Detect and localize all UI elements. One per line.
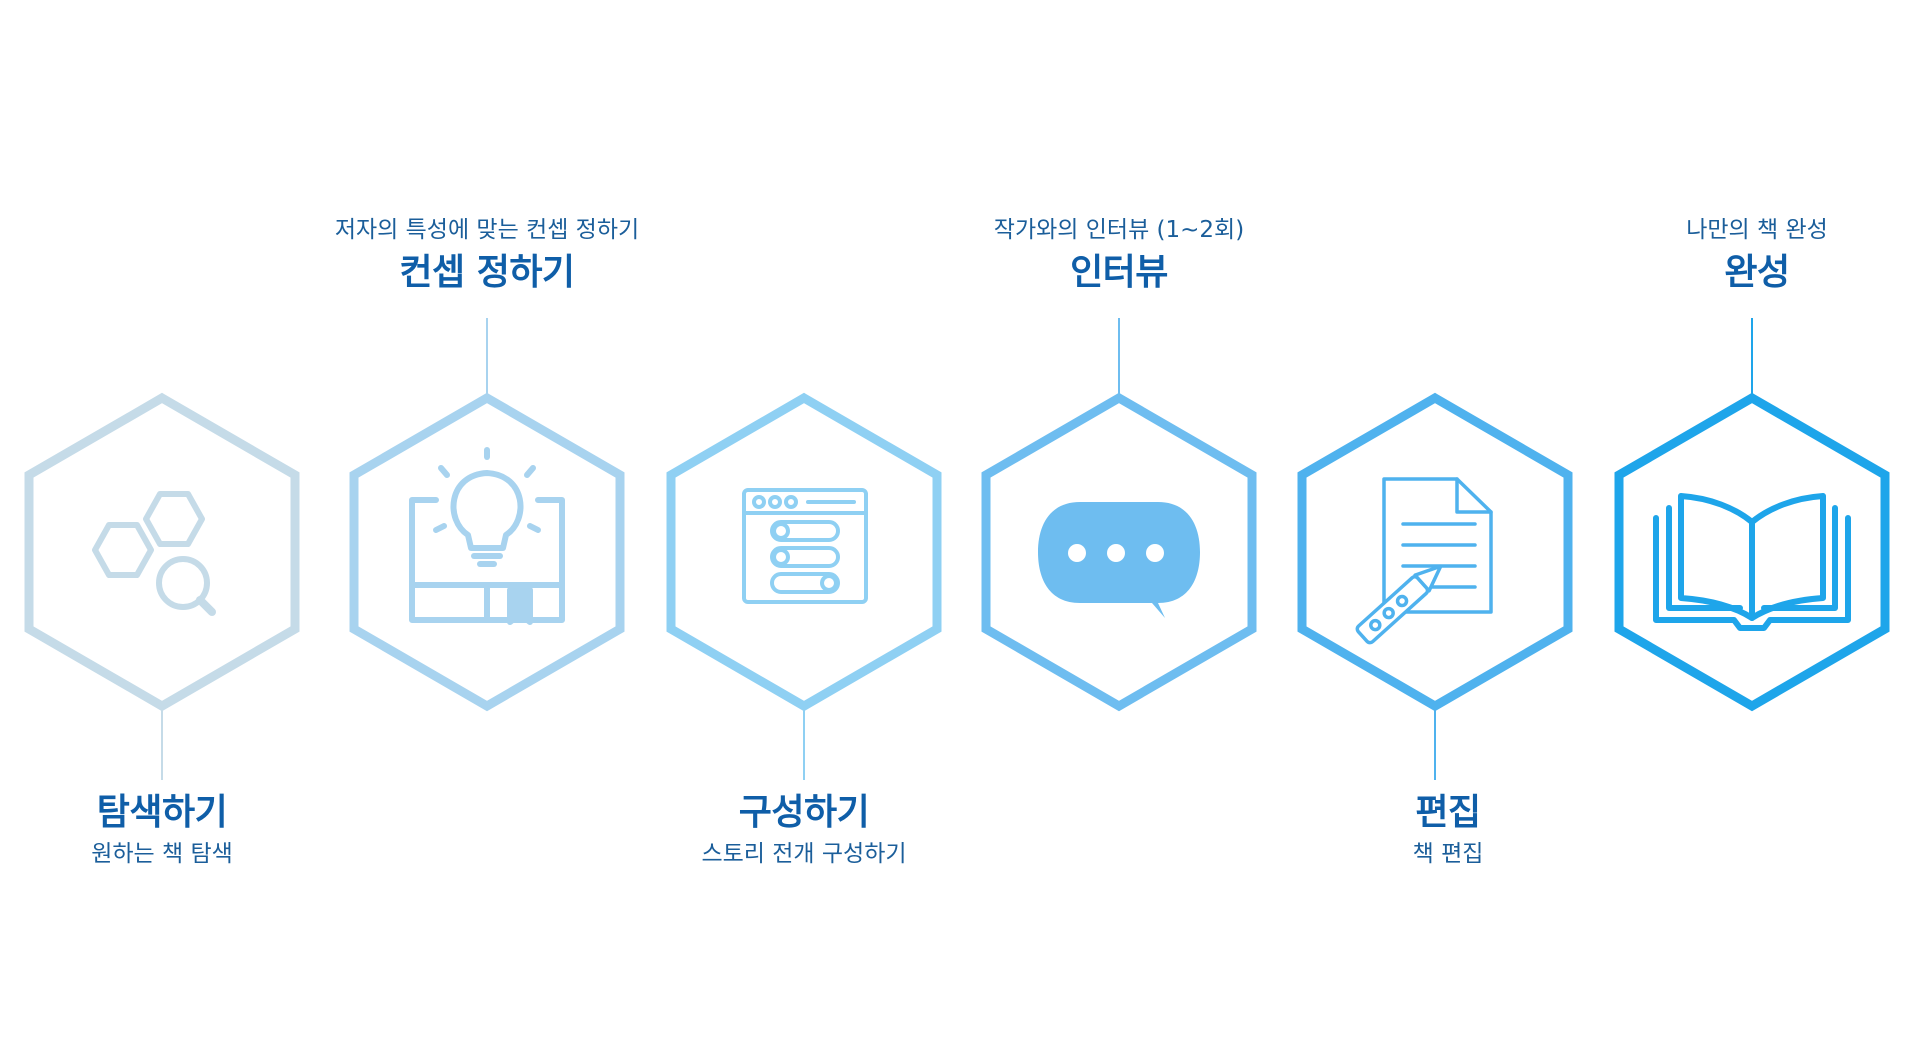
step-1-title: 탐색하기 xyxy=(96,792,228,833)
step-2-title: 컨셉 정하기 xyxy=(399,252,575,293)
step-6-hexagon xyxy=(1614,392,1890,712)
document-pen-icon xyxy=(1355,477,1493,645)
step-2-subtitle: 저자의 특성에 맞는 컨셉 정하기 xyxy=(334,217,640,243)
step-3-hexagon xyxy=(666,392,942,712)
step-4-subtitle: 작가와의 인터뷰 (1~2회) xyxy=(993,217,1245,243)
step-2-hexagon xyxy=(349,392,625,712)
step-4-hexagon xyxy=(981,392,1257,712)
step-3-subtitle: 스토리 전개 구성하기 xyxy=(701,841,907,867)
step-5-hexagon xyxy=(1297,392,1573,712)
step-1-label: 탐색하기 원하는 책 탐색 xyxy=(0,790,372,870)
layout-window-icon xyxy=(742,488,868,604)
step-5-subtitle: 책 편집 xyxy=(1412,841,1484,867)
hexagon-search-icon xyxy=(92,491,216,616)
step-5-title: 편집 xyxy=(1415,792,1481,833)
chat-bubble-icon xyxy=(1038,502,1200,618)
step-6-label: 나만의 책 완성 완성 xyxy=(1547,214,1920,296)
step-6-title: 완성 xyxy=(1724,252,1790,293)
step-4-title: 인터뷰 xyxy=(1070,252,1168,293)
lightbulb-book-icon xyxy=(409,447,565,625)
step-3-title: 구성하기 xyxy=(738,792,870,833)
step-6-subtitle: 나만의 책 완성 xyxy=(1686,217,1828,243)
step-1-hexagon xyxy=(24,392,300,712)
step-2-label: 저자의 특성에 맞는 컨셉 정하기 컨셉 정하기 xyxy=(277,214,697,296)
step-4-label: 작가와의 인터뷰 (1~2회) 인터뷰 xyxy=(909,214,1329,296)
open-book-icon xyxy=(1653,493,1851,631)
step-5-label: 편집 책 편집 xyxy=(1238,790,1658,870)
step-1-subtitle: 원하는 책 탐색 xyxy=(91,841,233,867)
step-3-label: 구성하기 스토리 전개 구성하기 xyxy=(594,790,1014,870)
